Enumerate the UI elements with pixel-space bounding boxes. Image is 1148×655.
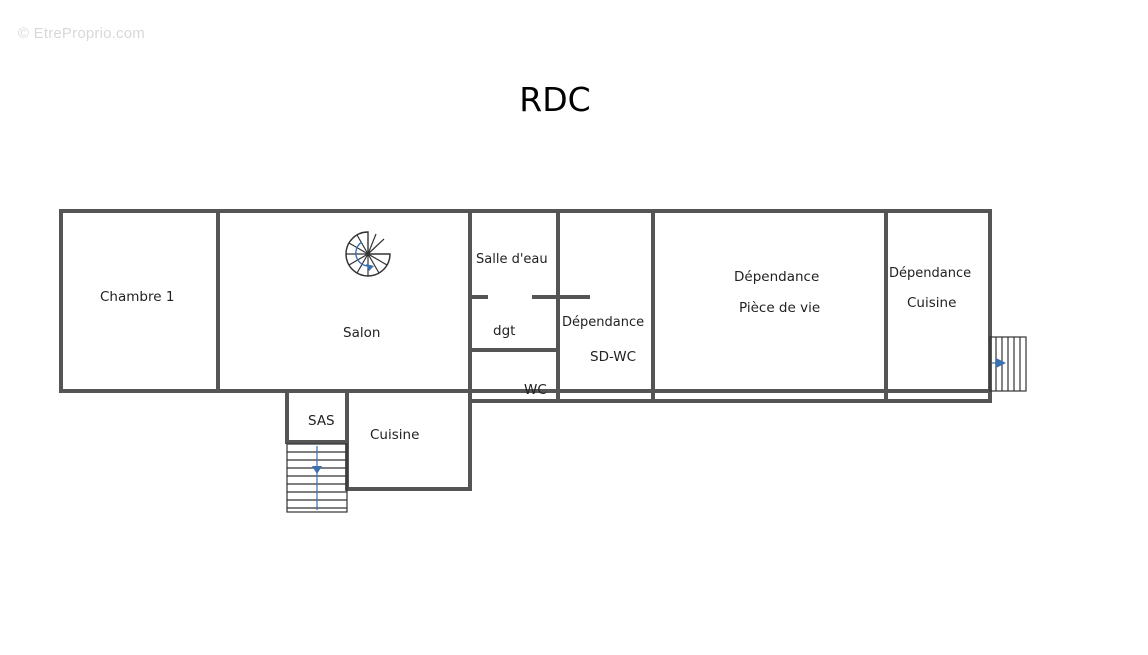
label-dependance-cuisine-1: Dépendance <box>889 266 972 281</box>
room-dependance-cuisine <box>884 209 992 403</box>
label-dependance-sdwc-1: Dépendance <box>562 315 645 330</box>
label-wc: WC <box>524 382 547 398</box>
label-dgt: dgt <box>493 323 516 339</box>
label-dependance-piece-2: Pièce de vie <box>739 300 821 316</box>
label-salle-eau: Salle d'eau <box>476 252 548 267</box>
label-salon: Salon <box>343 325 381 341</box>
label-cuisine: Cuisine <box>370 427 420 443</box>
label-dependance-piece-1: Dépendance <box>734 269 820 285</box>
stairs-side <box>989 336 1027 392</box>
label-sas: SAS <box>308 413 335 429</box>
label-dependance-cuisine-2: Cuisine <box>907 295 957 311</box>
main-outline <box>59 209 992 393</box>
room-cuisine <box>345 389 472 491</box>
label-dependance-sdwc-2: SD-WC <box>590 349 637 365</box>
floor-title: RDC <box>519 80 591 119</box>
watermark: © EtreProprio.com <box>18 25 145 42</box>
label-chambre-1: Chambre 1 <box>100 289 175 305</box>
stairs-front <box>286 443 348 513</box>
spiral-staircase <box>345 231 391 277</box>
